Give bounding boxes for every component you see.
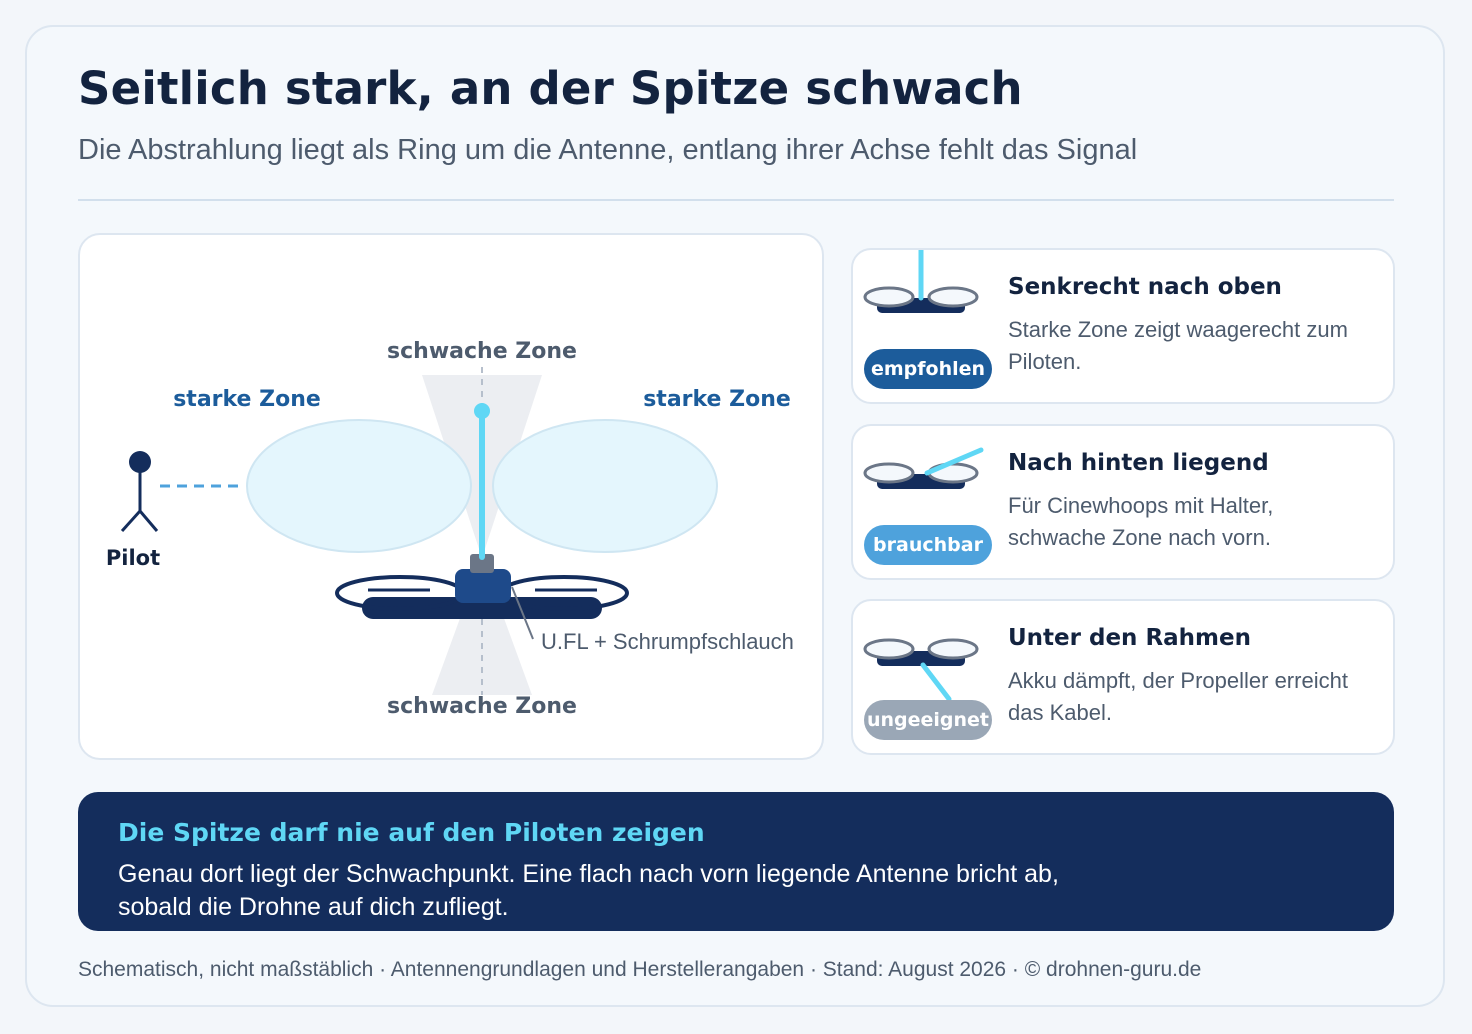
strong-zone-right-lobe [492,419,718,553]
option-title: Nach hinten liegend [1008,450,1269,476]
drone-icon [335,554,629,619]
warning-banner: Die Spitze darf nie auf den Piloten zeig… [78,792,1394,931]
strong-zone-left-label: starke Zone [173,387,321,412]
antenna-vertical-icon [863,250,979,313]
radiation-diagram: schwache Zone schwache Zone starke Zone … [106,339,794,719]
option-card-tilted: brauchbar Nach hinten liegend Für Cinewh… [851,424,1395,580]
option-card-below: ungeeignet Unter den Rahmen Akku dämpft,… [851,599,1395,755]
antenna-tilted-icon [863,447,984,489]
divider [78,199,1394,201]
radiation-diagram-panel: schwache Zone schwache Zone starke Zone … [78,233,824,760]
weak-zone-bottom-label: schwache Zone [387,694,577,719]
badge-recommended: empfohlen [864,349,992,389]
weak-zone-bottom-cone [432,558,532,695]
strong-zone-left-lobe [246,419,472,553]
connector-leader-line [511,586,534,640]
page-title: Seitlich stark, an der Spitze schwach [78,62,1023,115]
weak-zone-top-label: schwache Zone [387,339,577,364]
antenna-below-icon [863,638,979,701]
footer-credits: Schematisch, nicht maßstäblich · Antenne… [78,958,1202,981]
pilot-label: Pilot [106,546,160,570]
strong-zone-right-label: starke Zone [643,387,791,412]
antenna-tip [474,403,490,419]
banner-title: Die Spitze darf nie auf den Piloten zeig… [118,818,705,847]
badge-usable: brauchbar [864,525,992,565]
banner-text: Genau dort liegt der Schwachpunkt. Eine … [118,860,1059,921]
connector-label: U.FL + Schrumpfschlauch [541,629,794,654]
pilot-figure-icon [120,451,159,533]
option-card-vertical: empfohlen Senkrecht nach oben Starke Zon… [851,248,1395,404]
option-description: Für Cinewhoops mit Halter, schwache Zone… [1008,493,1274,550]
option-description: Akku dämpft, der Propeller erreicht das … [1008,668,1348,725]
page-subtitle: Die Abstrahlung liegt als Ring um die An… [78,134,1138,166]
option-title: Unter den Rahmen [1008,625,1251,651]
badge-unsuitable: ungeeignet [864,700,992,740]
option-description: Starke Zone zeigt waagerecht zum Piloten… [1008,317,1348,374]
option-title: Senkrecht nach oben [1008,274,1282,300]
